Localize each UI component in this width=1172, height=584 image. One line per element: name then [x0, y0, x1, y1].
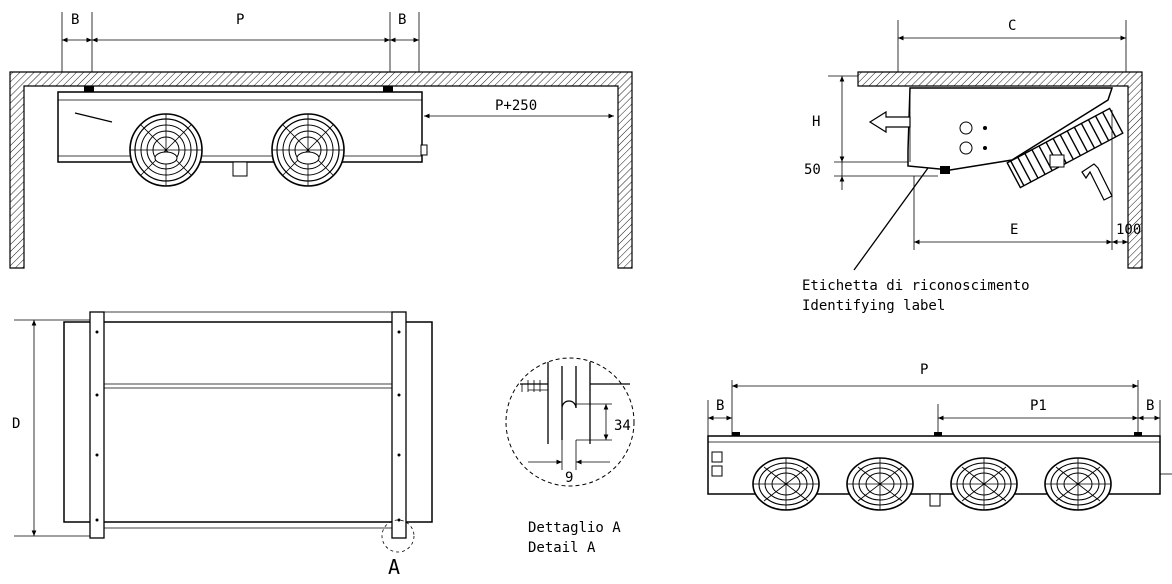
detail-a-view: 34 9 Dettaglio A Detail A [505, 357, 635, 556]
identifying-label-en: Identifying label [802, 298, 945, 314]
dim-34: 34 [614, 418, 631, 434]
dim-b-right: B [398, 12, 406, 28]
dim-b-left-four-fan: B [716, 398, 724, 414]
fan-icon [1044, 457, 1112, 511]
dim-e: E [1010, 222, 1018, 238]
four-fan-view: P P1 B B [707, 362, 1172, 511]
detail-caption-en: Detail A [528, 540, 596, 556]
fan-icon [950, 457, 1018, 511]
top-unit-body [63, 321, 433, 523]
dim-100: 100 [1116, 222, 1141, 238]
side-unit-body [907, 87, 1114, 171]
mounting-rail-right [391, 311, 407, 539]
top-view: D A [12, 311, 433, 579]
front-wall-hatch [9, 71, 633, 269]
dim-50: 50 [804, 162, 821, 178]
dim-b-left: B [71, 12, 79, 28]
fan-icon [752, 457, 820, 511]
dim-p: P [236, 12, 244, 28]
dim-p1: P1 [1030, 398, 1047, 414]
detail-a-label: A [388, 555, 400, 579]
detail-a-marker [381, 519, 415, 553]
fan-icon [846, 457, 914, 511]
dim-p-four-fan: P [920, 362, 928, 378]
airflow-in-arrow-icon [1081, 163, 1113, 201]
dim-h: H [812, 114, 820, 130]
dim-p-plus-250: P+250 [495, 98, 537, 114]
dim-9: 9 [565, 470, 573, 486]
detail-caption-it: Dettaglio A [528, 520, 621, 536]
dim-b-right-four-fan: B [1146, 398, 1154, 414]
dim-c: C [1008, 18, 1016, 34]
front-view: B P B P+250 [9, 12, 633, 269]
fan-icon [129, 113, 203, 187]
fan-icon [271, 113, 345, 187]
side-view: C H 50 E 100 Etichetta di riconoscimento… [802, 18, 1143, 314]
dim-d: D [12, 416, 20, 432]
front-unit-body [57, 91, 423, 163]
airflow-out-arrow-icon [868, 110, 911, 134]
identifying-label-it: Etichetta di riconoscimento [802, 278, 1030, 294]
mounting-rail-left [89, 311, 105, 539]
